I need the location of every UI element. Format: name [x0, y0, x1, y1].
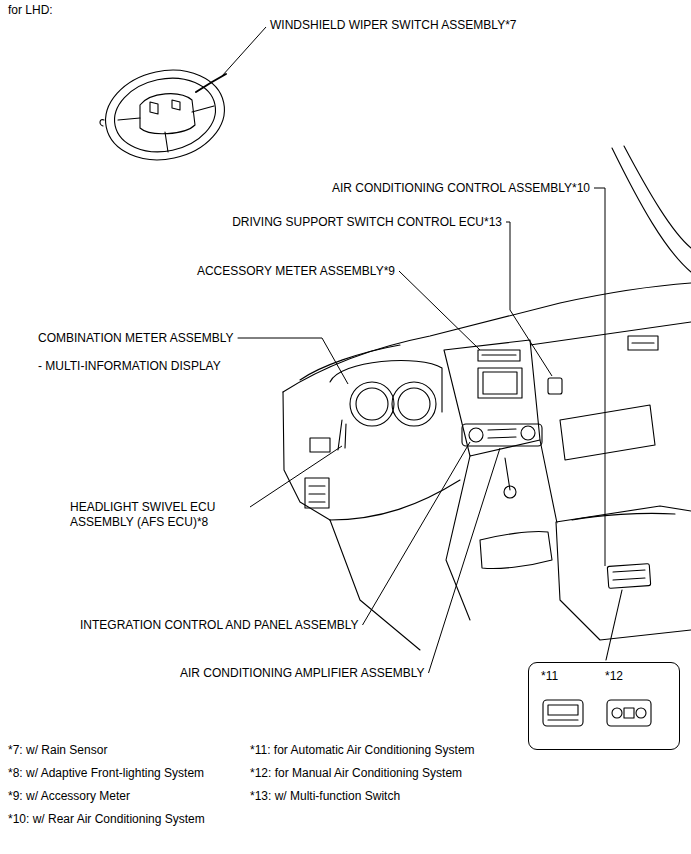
inset-box: *11 *12 — [528, 662, 680, 750]
heading: for LHD: — [8, 3, 53, 18]
callout-number: *12 — [605, 669, 623, 684]
control-panel — [462, 424, 542, 446]
vent — [628, 336, 658, 350]
glovebox — [560, 405, 655, 460]
part-name: HEADLIGHT SWIVEL ECU ASSEMBLY (AFS ECU)*… — [70, 500, 245, 530]
switch — [548, 378, 562, 394]
meter-hood — [330, 360, 442, 412]
callout-number: *11 — [541, 669, 558, 684]
footnote: *13: w/ Multi-function Switch — [250, 789, 400, 804]
footnote: *7: w/ Rain Sensor — [8, 743, 107, 758]
part-name: WINDSHIELD WIPER SWITCH ASSEMBLY*7 — [270, 18, 517, 33]
manual-ac-panel — [607, 700, 651, 726]
leader-line — [399, 271, 480, 350]
steering-wheel — [97, 59, 233, 170]
footnote: *10: w/ Rear Air Conditioning System — [8, 812, 205, 827]
footnote: *9: w/ Accessory Meter — [8, 789, 130, 804]
part-name: AIR CONDITIONING AMPLIFIER ASSEMBLY — [180, 666, 425, 681]
rear-console — [556, 506, 691, 640]
leader-line — [506, 222, 552, 376]
footnote: *11: for Automatic Air Conditioning Syst… — [250, 743, 475, 758]
part-name: - MULTI-INFORMATION DISPLAY — [38, 359, 221, 374]
part-name: COMBINATION METER ASSEMBLY — [38, 331, 234, 346]
part-name: DRIVING SUPPORT SWITCH CONTROL ECU*13 — [232, 215, 502, 230]
leader-line — [363, 442, 470, 625]
a-pillar — [612, 148, 691, 272]
shift-knob — [504, 486, 516, 498]
switch-panel — [305, 478, 329, 508]
leader-line — [594, 188, 605, 566]
part-name: INTEGRATION CONTROL AND PANEL ASSEMBLY — [80, 618, 359, 633]
part-name: ACCESSORY METER ASSEMBLY*9 — [197, 264, 395, 279]
automatic-ac-panel — [543, 700, 583, 726]
footnote: *8: w/ Adaptive Front-lighting System — [8, 766, 204, 781]
center-stack — [444, 340, 540, 456]
footnote: *12: for Manual Air Conditioning System — [250, 766, 462, 781]
leader-line — [222, 27, 266, 76]
leader-line — [250, 446, 342, 507]
leader-line — [429, 448, 501, 673]
part-name: AIR CONDITIONING CONTROL ASSEMBLY*10 — [332, 181, 590, 196]
leader-line — [238, 338, 348, 384]
gauge — [392, 382, 436, 426]
rear-panel — [607, 564, 650, 589]
gauge — [350, 382, 394, 426]
leader-line — [606, 590, 622, 660]
